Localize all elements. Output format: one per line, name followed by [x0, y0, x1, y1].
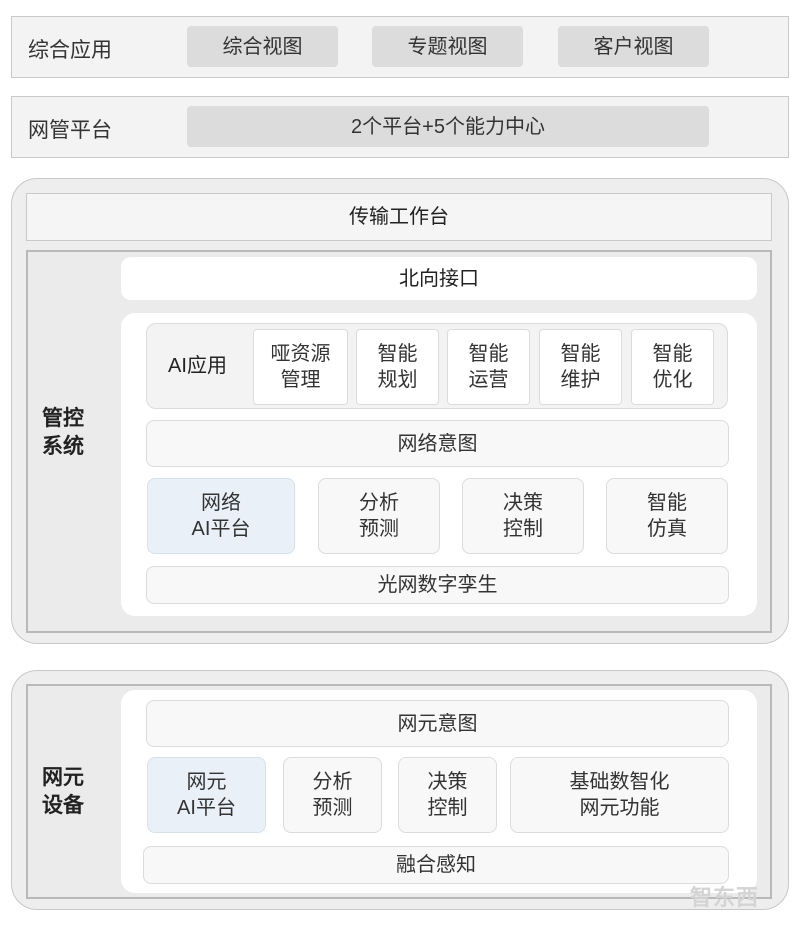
intelligent-simulation: 智能 仿真: [606, 478, 728, 554]
platform-capability-chip: 2个平台+5个能力中心: [187, 106, 709, 147]
ai-app-planning: 智能 规划: [356, 329, 439, 405]
customer-view-chip: 客户视图: [558, 26, 709, 67]
overview-view-chip: 综合视图: [187, 26, 338, 67]
ai-app-maintenance: 智能 维护: [539, 329, 622, 405]
ai-apps-label: AI应用: [168, 355, 227, 377]
ne-analysis-prediction: 分析 预测: [283, 757, 382, 833]
fusion-sensing-bar: 融合感知: [143, 846, 729, 884]
ai-app-optimization: 智能 优化: [631, 329, 714, 405]
control-system-label: 管控 系统: [42, 407, 84, 458]
network-intent-bar: 网络意图: [146, 420, 729, 467]
basic-intelligent-ne-functions: 基础数智化 网元功能: [510, 757, 729, 833]
network-element-label: 网元 设备: [42, 766, 84, 817]
nms-platform-label: 网管平台: [28, 119, 112, 142]
ne-decision-control: 决策 控制: [398, 757, 497, 833]
ai-app-resource-mgmt: 哑资源 管理: [253, 329, 348, 405]
control-decision-control: 决策 控制: [462, 478, 584, 554]
control-analysis-prediction: 分析 预测: [318, 478, 440, 554]
transport-workbench: 传输工作台: [26, 193, 772, 241]
network-ai-platform: 网络 AI平台: [147, 478, 295, 554]
watermark-logo: 智东西: [690, 885, 760, 910]
topic-view-chip: 专题视图: [372, 26, 523, 67]
integrated-apps-label: 综合应用: [28, 39, 112, 62]
integrated-apps-row: 综合应用 综合视图 专题视图 客户视图: [11, 16, 789, 78]
ne-ai-platform: 网元 AI平台: [147, 757, 266, 833]
ai-app-operation: 智能 运营: [447, 329, 530, 405]
ne-intent-bar: 网元意图: [146, 700, 729, 747]
nms-platform-row: 网管平台 2个平台+5个能力中心: [11, 96, 789, 158]
northbound-interface: 北向接口: [121, 257, 757, 300]
optical-digital-twin-bar: 光网数字孪生: [146, 566, 729, 604]
